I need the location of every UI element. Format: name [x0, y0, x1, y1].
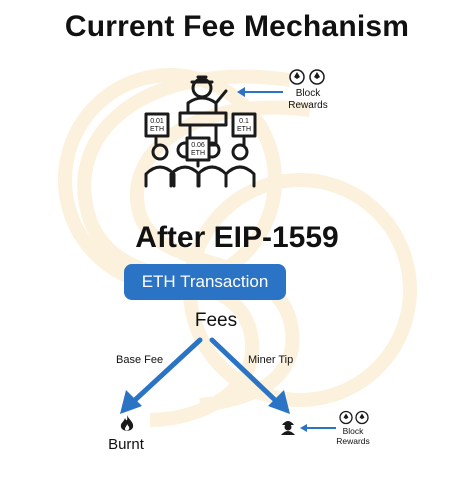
bid-sign-2: 0.06 ETH [191, 142, 205, 157]
page-title: Current Fee Mechanism [64, 10, 410, 43]
arrow-left-icon [237, 87, 283, 97]
base-fee-label: Base Fee [116, 354, 164, 366]
miner-icon [281, 421, 295, 435]
arrow-left-icon [300, 424, 336, 432]
eth-coin-icon [339, 410, 369, 425]
block-rewards-label-bottom: Block Rewards [336, 426, 370, 446]
fees-label: Fees [194, 310, 238, 331]
bid-sign-1: 0.01 ETH [150, 118, 164, 133]
crowd-icon [144, 75, 257, 188]
eth-coin-icon [289, 69, 325, 85]
block-rewards-label-top: Block Rewards [288, 88, 328, 111]
eth-transaction-box: ETH Transaction [124, 264, 286, 300]
section-title: After EIP-1559 [135, 221, 339, 254]
burnt-label: Burnt [108, 436, 144, 453]
miner-tip-label: Miner Tip [248, 354, 294, 366]
bid-sign-3: 0.1 ETH [237, 118, 251, 133]
fire-icon [120, 415, 134, 431]
